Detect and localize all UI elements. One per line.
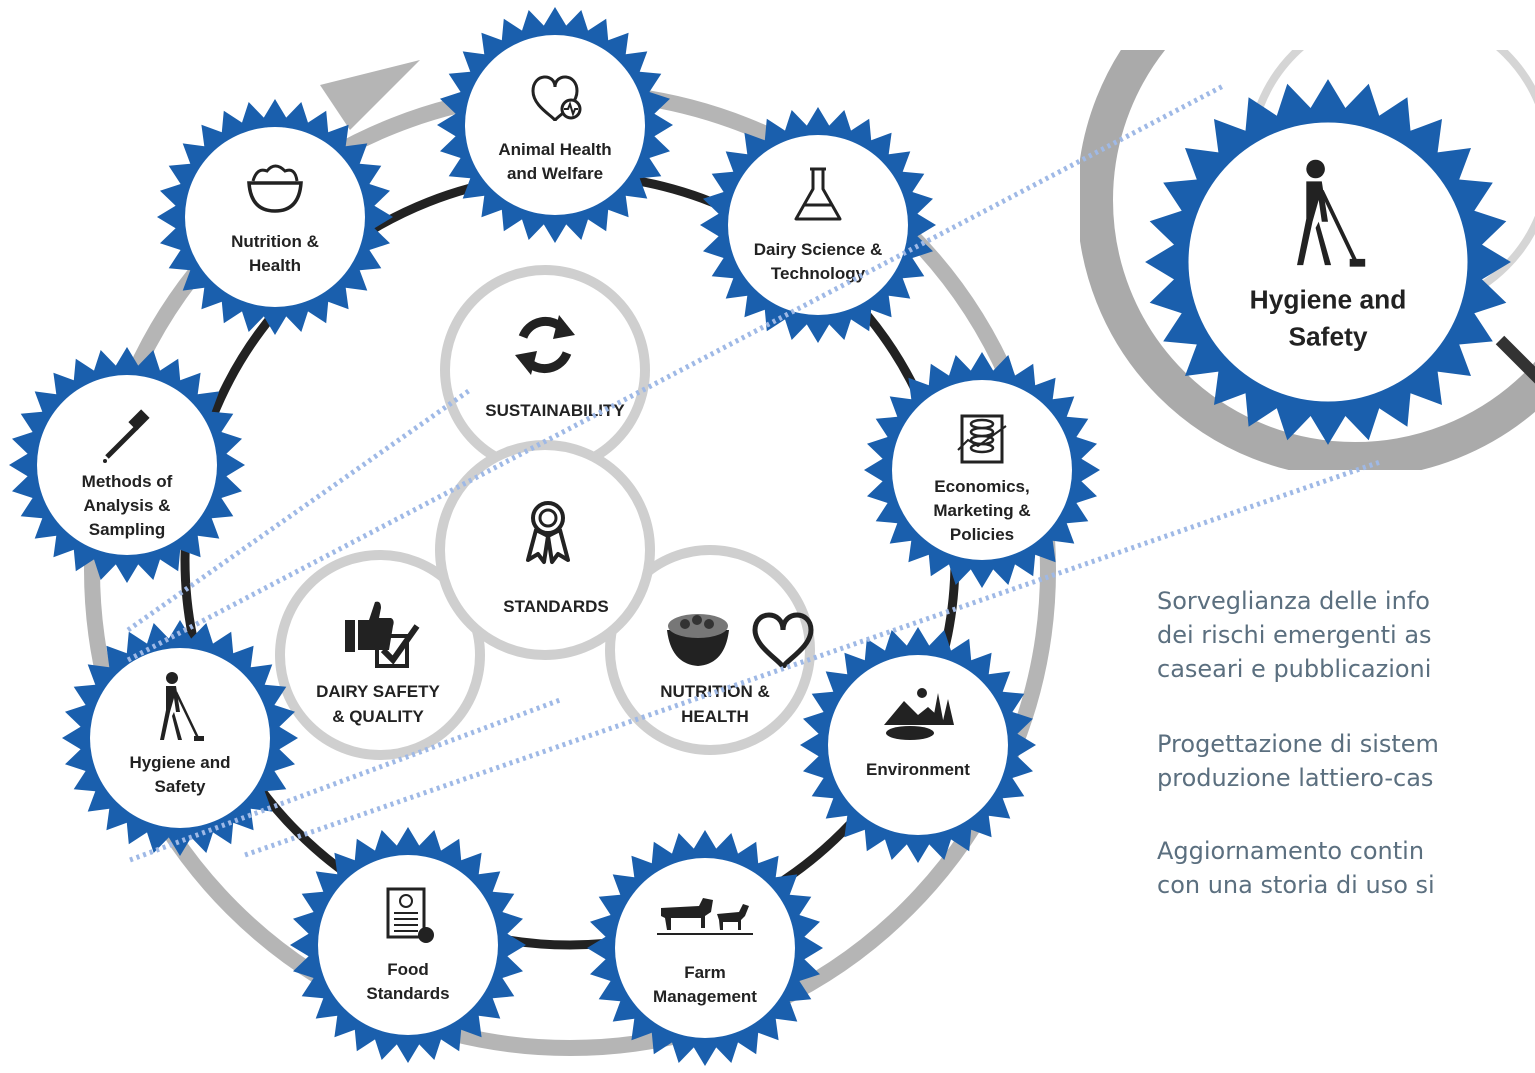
landscape-icon <box>884 688 954 740</box>
animal-health-label-line: Animal Health <box>498 140 611 159</box>
food-standards-label-line: Food <box>387 960 429 979</box>
hygiene-safety-label-line: Safety <box>154 777 206 796</box>
animal-health-label-line: and Welfare <box>507 164 603 183</box>
dairy-safety-line2: & QUALITY <box>332 707 424 726</box>
thumbs-up-checklist-icon <box>345 601 420 668</box>
award-ribbon-icon <box>526 501 570 564</box>
zoom-hygiene-label-line: Hygiene and <box>1250 285 1407 315</box>
badge-face <box>318 855 498 1035</box>
dairy-safety-circle <box>275 550 485 760</box>
dairy-science-label-line: Technology <box>771 264 866 283</box>
methods-analysis-label-line: Sampling <box>89 520 166 539</box>
paragraph-line: produzione lattiero-cas <box>1157 764 1434 792</box>
bowl-heart-icon <box>667 612 814 670</box>
badge-face <box>615 858 795 1038</box>
hygiene-safety-label-line: Hygiene and <box>129 753 230 772</box>
ring-arrow-head <box>320 60 420 130</box>
dairy-safety-line1: DAIRY SAFETY <box>316 682 440 701</box>
animal-health-badge: Animal Health and Welfare <box>437 7 673 243</box>
zoom-hygiene-label-line: Safety <box>1288 322 1367 352</box>
environment-badge: Environment <box>800 627 1036 863</box>
dairy-science-badge: Dairy Science & Technology <box>700 107 936 343</box>
badge-face <box>892 380 1072 560</box>
badge-face <box>828 655 1008 835</box>
economics-label-line: Policies <box>950 525 1014 544</box>
flask-icon <box>794 167 842 221</box>
nutrition-health-label-line: Health <box>249 256 301 275</box>
paragraph-design: Progettazione di sistem produzione latti… <box>1157 727 1535 795</box>
methods-analysis-badge: Methods of Analysis & Sampling <box>9 347 245 583</box>
paragraph-line: Progettazione di sistem <box>1157 730 1439 758</box>
badge-face <box>728 135 908 315</box>
heart-pulse-icon <box>531 75 582 122</box>
economics-badge: Economics, Marketing & Policies <box>864 352 1100 588</box>
coins-chart-icon <box>957 414 1007 464</box>
economics-label-line: Marketing & <box>933 501 1030 520</box>
paragraph-surveillance: Sorveglianza delle info dei rischi emerg… <box>1157 584 1535 686</box>
cow-goat-icon <box>657 898 753 935</box>
farm-management-label-line: Farm <box>684 963 726 982</box>
paragraph-update: Aggiornamento contin con una storia di u… <box>1157 834 1535 902</box>
bowl-icon <box>247 164 303 213</box>
paragraph-line: Sorveglianza delle info <box>1157 587 1430 615</box>
zoom-ring-arc <box>1080 50 1535 470</box>
sustainability-label: SUSTAINABILITY <box>485 401 625 420</box>
paragraph-line: con una storia di uso si <box>1157 871 1435 899</box>
paragraph-line: Aggiornamento contin <box>1157 837 1425 865</box>
certificate-icon <box>386 887 434 943</box>
badge-face <box>465 35 645 215</box>
pipette-icon <box>103 409 150 463</box>
paragraph-line: dei rischi emergenti as <box>1157 621 1432 649</box>
person-mopping-icon <box>1297 159 1366 267</box>
standards-label: STANDARDS <box>503 597 608 616</box>
methods-analysis-label-line: Analysis & <box>84 496 171 515</box>
nutrition-center-line2: HEALTH <box>681 707 749 726</box>
badge-face <box>185 127 365 307</box>
magnifier-handle <box>1495 335 1535 384</box>
farm-management-label-line: Management <box>653 987 757 1006</box>
methods-analysis-label-line: Methods of <box>82 472 173 491</box>
person-mopping-icon <box>160 672 204 741</box>
center-venn: SUSTAINABILITY STANDARDS DAIRY SAFETY & … <box>275 265 815 760</box>
paragraph-line: caseari e pubblicazioni <box>1157 655 1432 683</box>
nutrition-health-label-line: Nutrition & <box>231 232 319 251</box>
nutrition-health-badge: Nutrition & Health <box>157 99 393 335</box>
recycle-arrows-icon <box>515 315 575 375</box>
food-standards-label-line: Standards <box>366 984 449 1003</box>
dairy-science-label-line: Dairy Science & <box>754 240 883 259</box>
environment-label-line: Environment <box>866 760 970 779</box>
badge-face <box>37 375 217 555</box>
economics-label-line: Economics, <box>934 477 1029 496</box>
